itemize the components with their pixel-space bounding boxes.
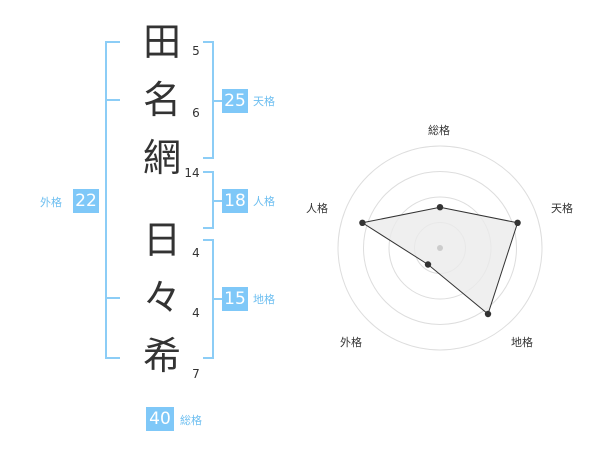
jinkaku-label: 人格	[253, 195, 275, 208]
soukaku-label: 総格	[180, 414, 202, 427]
radar-polygon	[361, 206, 519, 315]
radar-ring-4	[337, 145, 543, 351]
radar-ring-3	[363, 171, 517, 325]
radar-label-tenkaku: 天格	[551, 202, 573, 215]
name-char-6: 希	[142, 334, 181, 378]
radar-point-1	[436, 204, 444, 211]
tenkaku-value: 25	[222, 89, 248, 113]
stroke-count-4: 4	[192, 246, 200, 260]
stroke-count-6: 7	[192, 367, 200, 381]
name-char-3: 網	[142, 136, 181, 180]
radar-center-dot	[437, 245, 443, 251]
tenkaku-label: 天格	[253, 95, 275, 108]
radar-point-3	[484, 310, 492, 318]
stroke-count-1: 5	[192, 44, 200, 58]
radar-point-5	[359, 219, 366, 226]
radar-points	[359, 204, 521, 318]
gaikaku-label: 外格	[40, 196, 62, 209]
chikaku-label: 地格	[253, 293, 275, 306]
radar-label-soukaku: 総格	[428, 124, 450, 137]
stroke-count-3: 14	[184, 166, 200, 180]
radar-point-4	[424, 261, 432, 268]
name-char-1: 田	[142, 20, 181, 64]
name-char-5: 々	[142, 276, 181, 320]
name-char-2: 名	[142, 78, 181, 122]
jinkaku-value: 18	[222, 189, 248, 213]
stroke-count-2: 6	[192, 106, 200, 120]
chikaku-value: 15	[222, 287, 248, 311]
radar-label-gaikaku: 外格	[340, 336, 362, 349]
radar-label-chikaku: 地格	[511, 336, 533, 349]
gaikaku-bracket	[105, 41, 120, 359]
radar-point-2	[514, 219, 521, 226]
radar-label-jinkaku: 人格	[306, 202, 328, 215]
soukaku-value: 40	[146, 407, 174, 431]
stroke-count-5: 4	[192, 306, 200, 320]
name-char-4: 日	[142, 218, 181, 262]
gaikaku-value: 22	[73, 189, 99, 213]
